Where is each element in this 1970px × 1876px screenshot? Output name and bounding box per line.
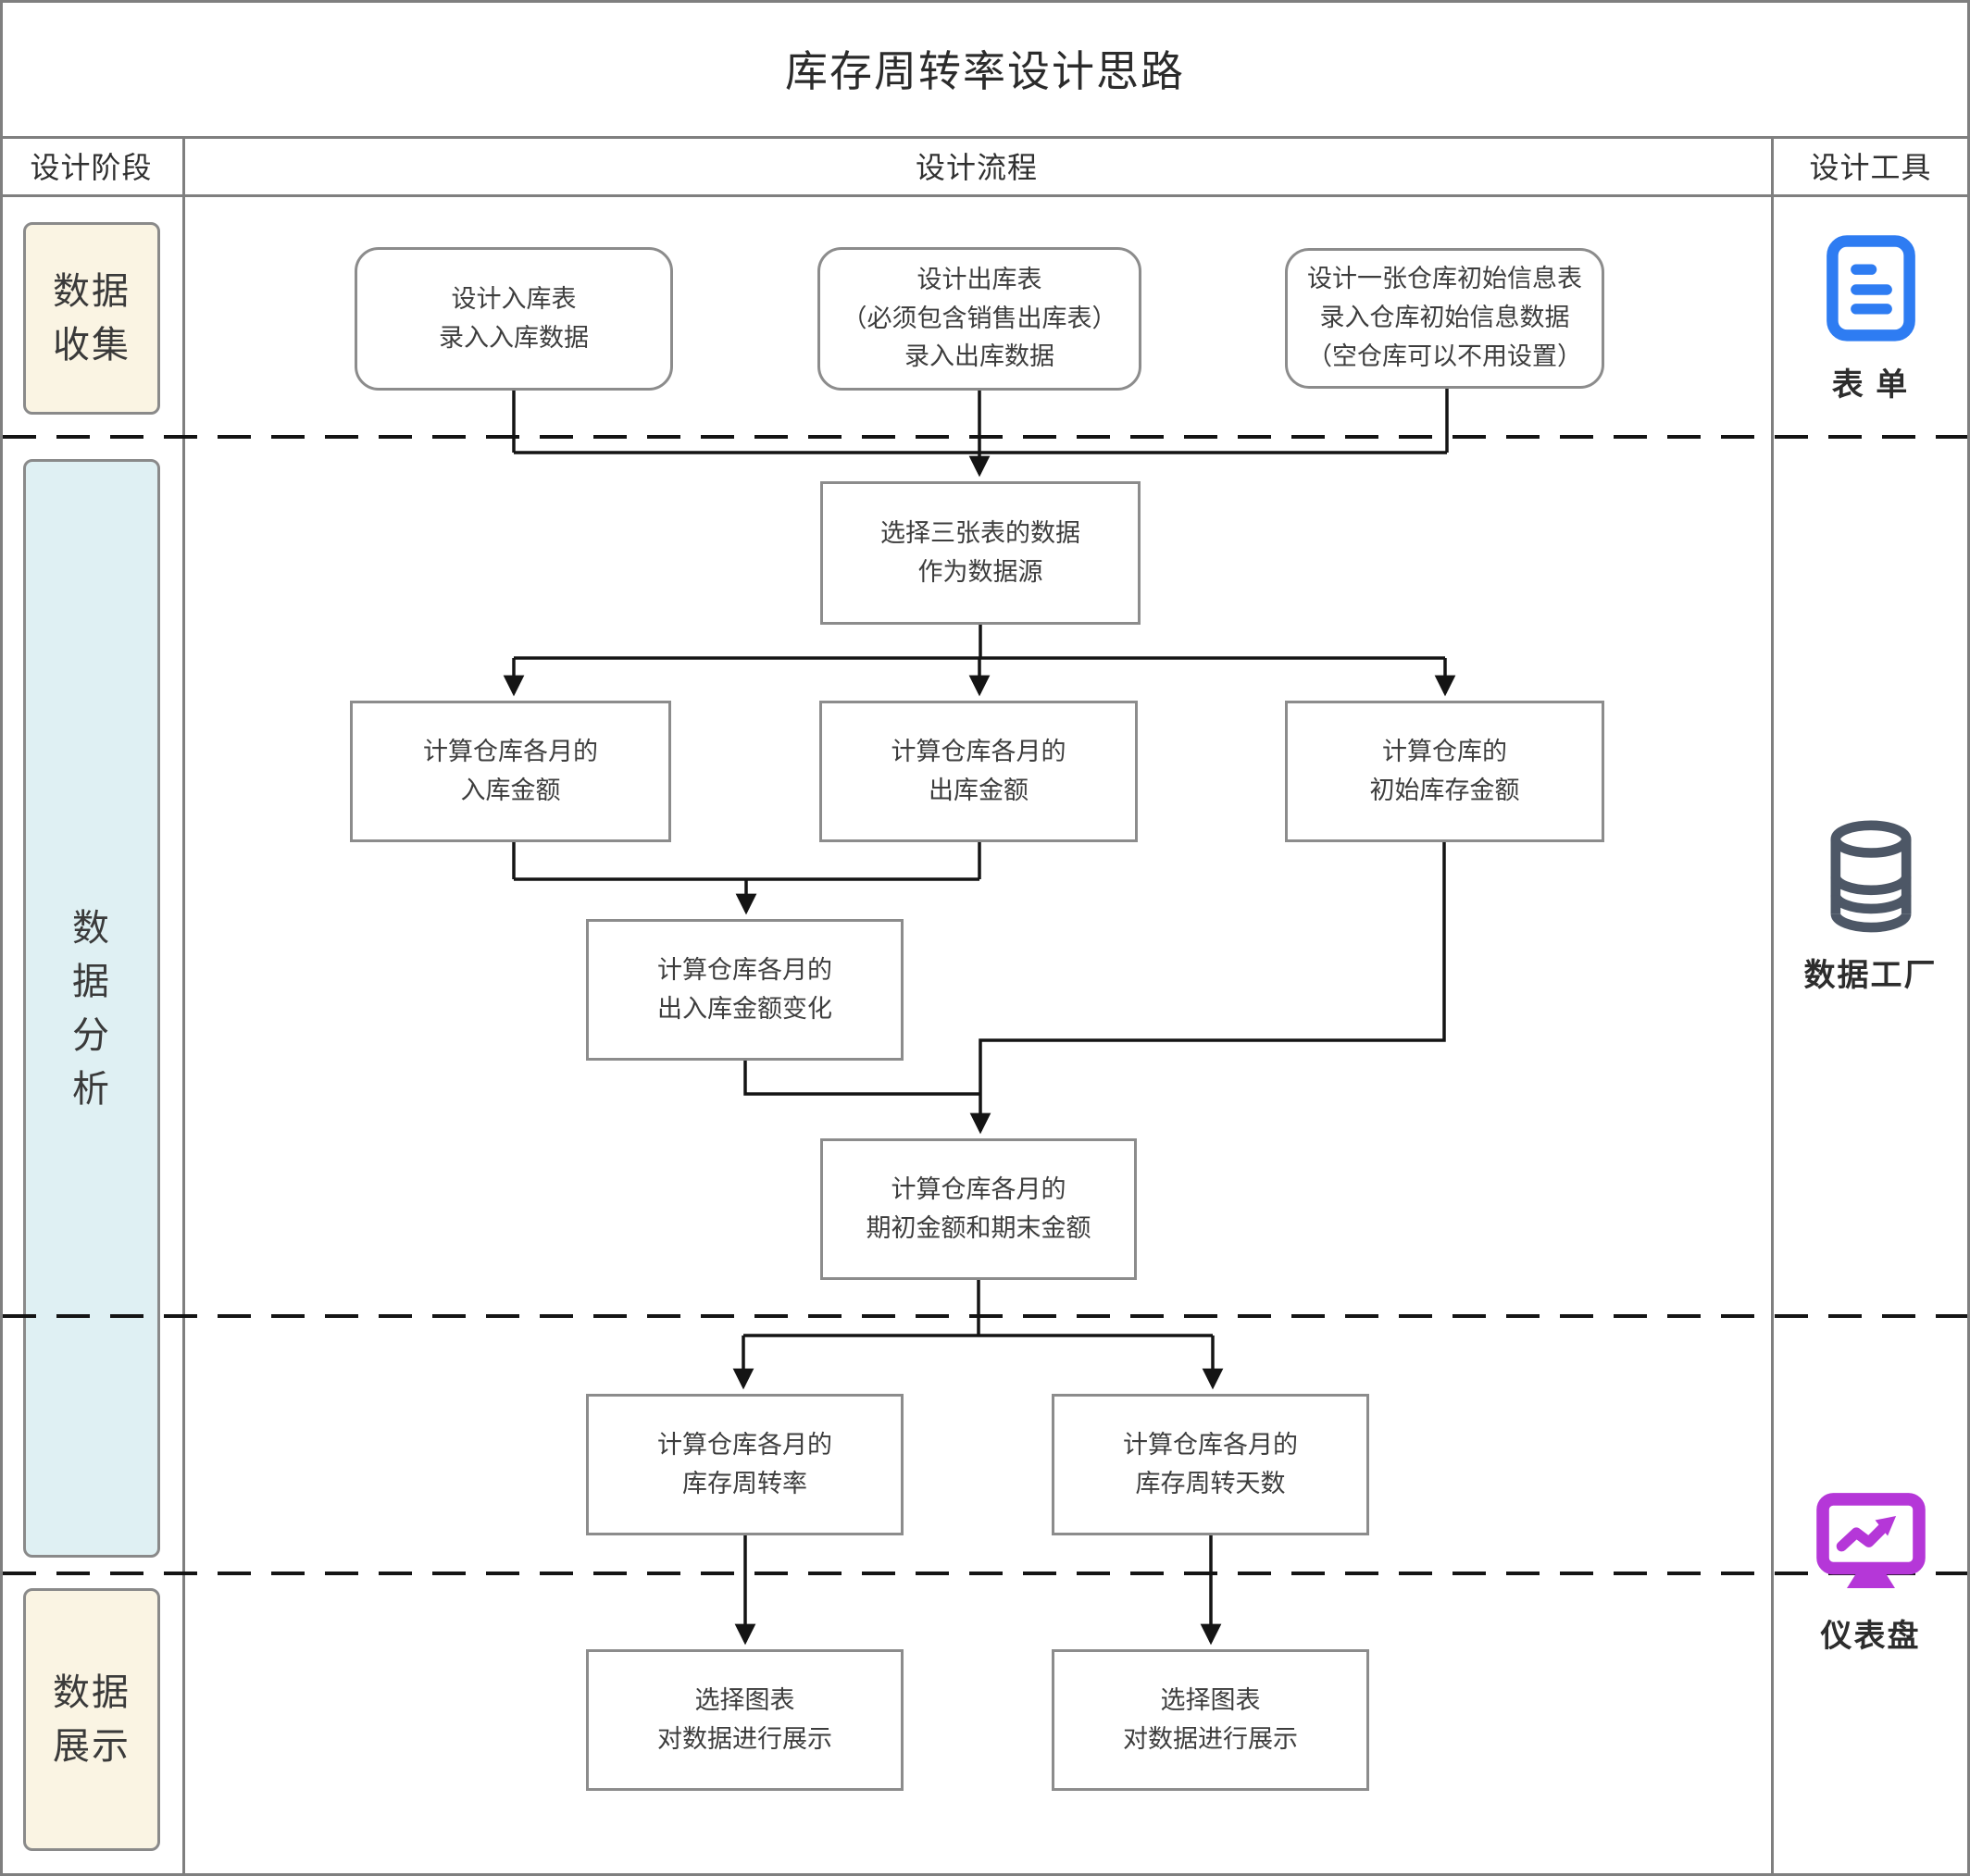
node-chart-show-days[interactable]: 选择图表 对数据进行展示 [1052, 1649, 1369, 1791]
page-title: 库存周转率设计思路 [785, 46, 1185, 95]
tool-data-factory: 数据工厂 [1771, 819, 1970, 995]
header-design-phase: 设计阶段 [30, 150, 153, 184]
node-select-data-source[interactable]: 选择三张表的数据 作为数据源 [820, 481, 1141, 625]
node-chart-show-rate[interactable]: 选择图表 对数据进行展示 [586, 1649, 904, 1791]
node-calc-inbound-amount[interactable]: 计算仓库各月的 入库金额 [350, 701, 671, 842]
node-calc-turnover-days[interactable]: 计算仓库各月的 库存周转天数 [1052, 1394, 1369, 1535]
phase-data-display[interactable]: 数据 展示 [23, 1588, 160, 1851]
node-design-inbound-table[interactable]: 设计入库表 录入入库数据 [355, 247, 673, 391]
node-design-initial-info-table[interactable]: 设计一张仓库初始信息表 录入仓库初始信息数据 （空仓库可以不用设置） [1285, 248, 1604, 389]
phase-data-analysis[interactable]: 数 据 分 析 [23, 459, 160, 1558]
grid-line-right-column [1771, 136, 1774, 1876]
tool-dashboard-label: 仪表盘 [1820, 1619, 1921, 1654]
node-design-outbound-table[interactable]: 设计出库表 （必须包含销售出库表） 录入出库数据 [817, 247, 1141, 391]
node-calc-initial-amount[interactable]: 计算仓库的 初始库存金额 [1285, 701, 1604, 842]
phase-data-collection[interactable]: 数据 收集 [23, 222, 160, 415]
header-design-tools: 设计工具 [1809, 150, 1932, 184]
tool-form: 表 单 [1771, 234, 1970, 404]
node-calc-period-amounts[interactable]: 计算仓库各月的 期初金额和期末金额 [820, 1138, 1137, 1280]
node-calc-turnover-rate[interactable]: 计算仓库各月的 库存周转率 [586, 1394, 904, 1535]
tool-data-factory-label: 数据工厂 [1803, 958, 1938, 993]
tool-dashboard: 仪表盘 [1771, 1492, 1970, 1656]
dashboard-icon [1815, 1492, 1926, 1601]
database-icon [1822, 819, 1920, 940]
tool-form-label: 表 单 [1831, 367, 1910, 403]
grid-line-title-bottom [0, 136, 1970, 139]
header-design-process: 设计流程 [915, 150, 1038, 184]
grid-line-left-column [182, 136, 185, 1876]
grid-line-header-bottom [0, 194, 1970, 197]
node-calc-outbound-amount[interactable]: 计算仓库各月的 出库金额 [819, 701, 1138, 842]
form-icon [1823, 234, 1919, 350]
node-calc-amount-change[interactable]: 计算仓库各月的 出入库金额变化 [586, 919, 904, 1061]
